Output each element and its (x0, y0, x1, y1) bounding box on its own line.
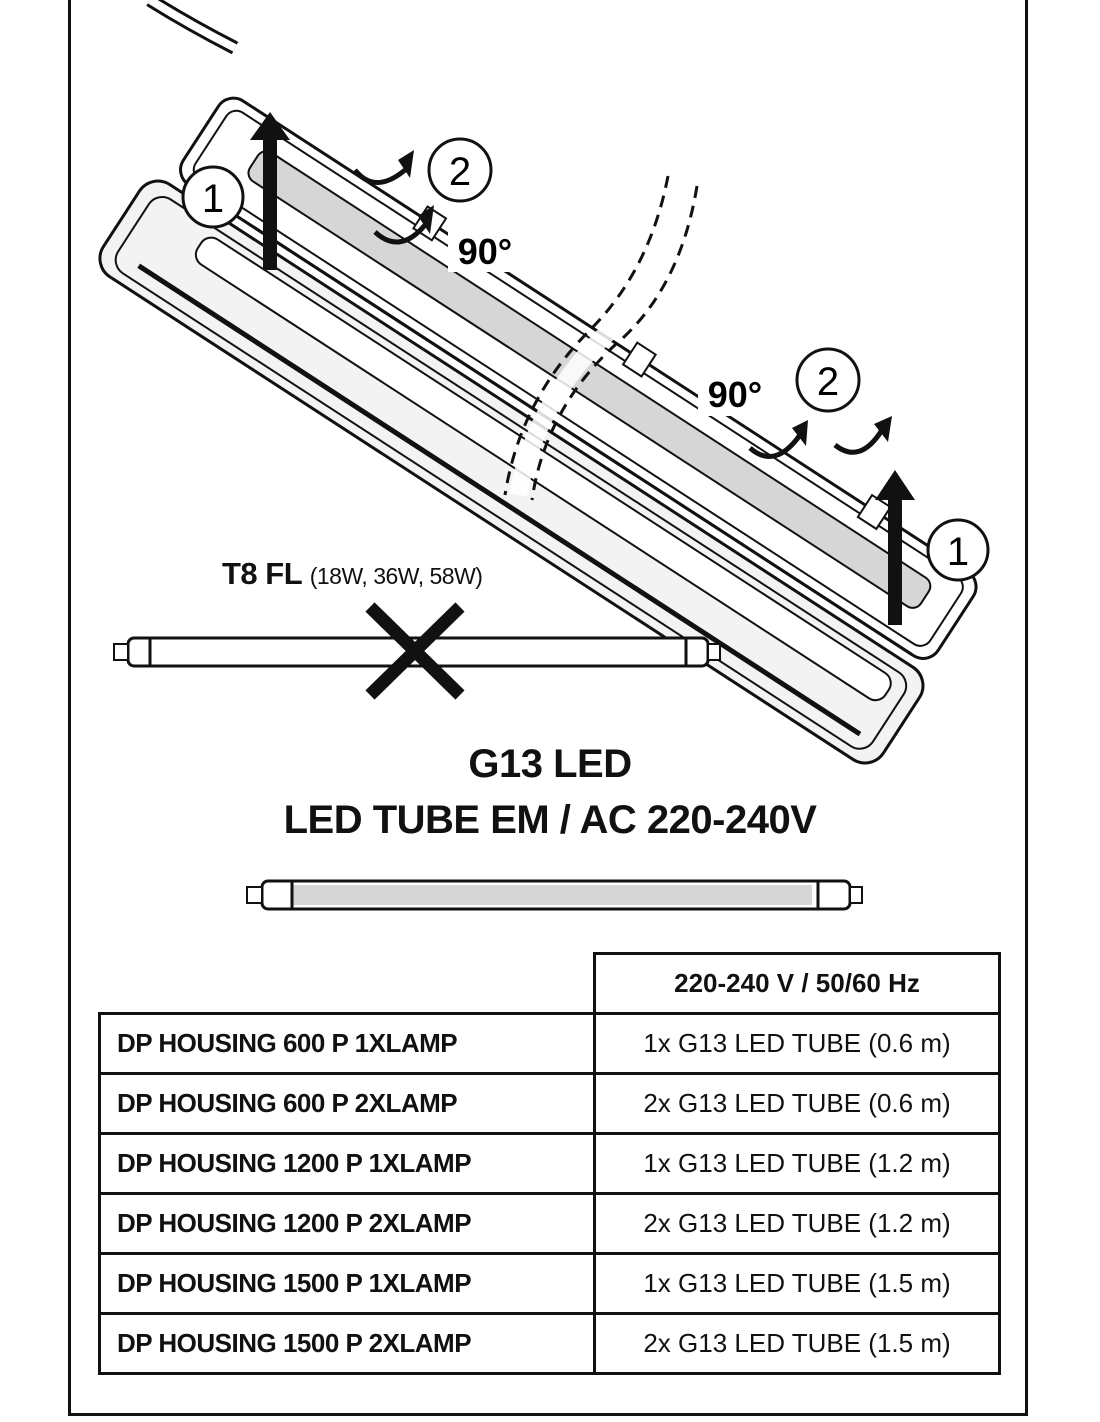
step-1-badge (926, 518, 990, 582)
incompatible-lamp-name: T8 FL (222, 556, 302, 591)
lamp-cell: 2x G13 LED TUBE (1.5 m) (593, 1312, 1001, 1375)
lamp-cell: 1x G13 LED TUBE (1.5 m) (593, 1252, 1001, 1315)
step-2-label: 2 (449, 150, 471, 194)
arrow-up-icon (875, 470, 915, 625)
rotate-arrow-icon (833, 428, 885, 455)
page-frame (68, 0, 1028, 1416)
not-allowed-x-icon (365, 602, 465, 700)
table-header-blank (99, 953, 596, 1015)
step-2-label: 2 (817, 360, 839, 404)
break-line (503, 175, 670, 496)
rotate-arrow-icon (748, 433, 803, 459)
step-1-label: 1 (202, 177, 224, 221)
break-line (530, 185, 699, 501)
table-header-row: 220-240 V / 50/60 Hz (99, 952, 1001, 1015)
compatible-lamp-title: G13 LED (468, 742, 632, 786)
step-1-badge (181, 165, 245, 229)
lamp-cell: 1x G13 LED TUBE (0.6 m) (593, 1012, 1001, 1075)
step-1-label: 1 (947, 530, 969, 574)
lamp-cell: 1x G13 LED TUBE (1.2 m) (593, 1132, 1001, 1195)
model-cell: DP HOUSING 1500 P 2XLAMP (98, 1312, 596, 1375)
table-header-voltage: 220-240 V / 50/60 Hz (593, 952, 1001, 1015)
installed-tube-top (247, 150, 932, 609)
g13-led-tube (246, 879, 863, 911)
model-cell: DP HOUSING 1500 P 1XLAMP (98, 1252, 596, 1315)
step-2-badge (795, 347, 861, 413)
incompatible-lamp-label: T8 FL (18W, 36W, 58W) (222, 556, 483, 592)
rotate-arrow-icon (373, 223, 427, 245)
model-cell: DP HOUSING 1200 P 1XLAMP (98, 1132, 596, 1195)
arrow-up-icon (250, 112, 290, 270)
incompatible-lamp-wattages: (18W, 36W, 58W) (309, 563, 483, 589)
step-2-badge (427, 137, 493, 203)
model-cell: DP HOUSING 1200 P 2XLAMP (98, 1192, 596, 1255)
rotate-arrow-icon (353, 168, 407, 185)
compatibility-table: 220-240 V / 50/60 Hz DP HOUSING 600 P 1X… (98, 952, 1001, 1375)
lamp-cell: 2x G13 LED TUBE (0.6 m) (593, 1072, 1001, 1135)
rotation-label: 90° (708, 374, 762, 415)
lamp-cell: 2x G13 LED TUBE (1.2 m) (593, 1192, 1001, 1255)
compatible-lamp-subtitle: LED TUBE EM / AC 220-240V (283, 798, 817, 842)
model-cell: DP HOUSING 600 P 1XLAMP (98, 1012, 596, 1075)
model-cell: DP HOUSING 600 P 2XLAMP (98, 1072, 596, 1135)
rotation-label: 90° (458, 231, 512, 272)
